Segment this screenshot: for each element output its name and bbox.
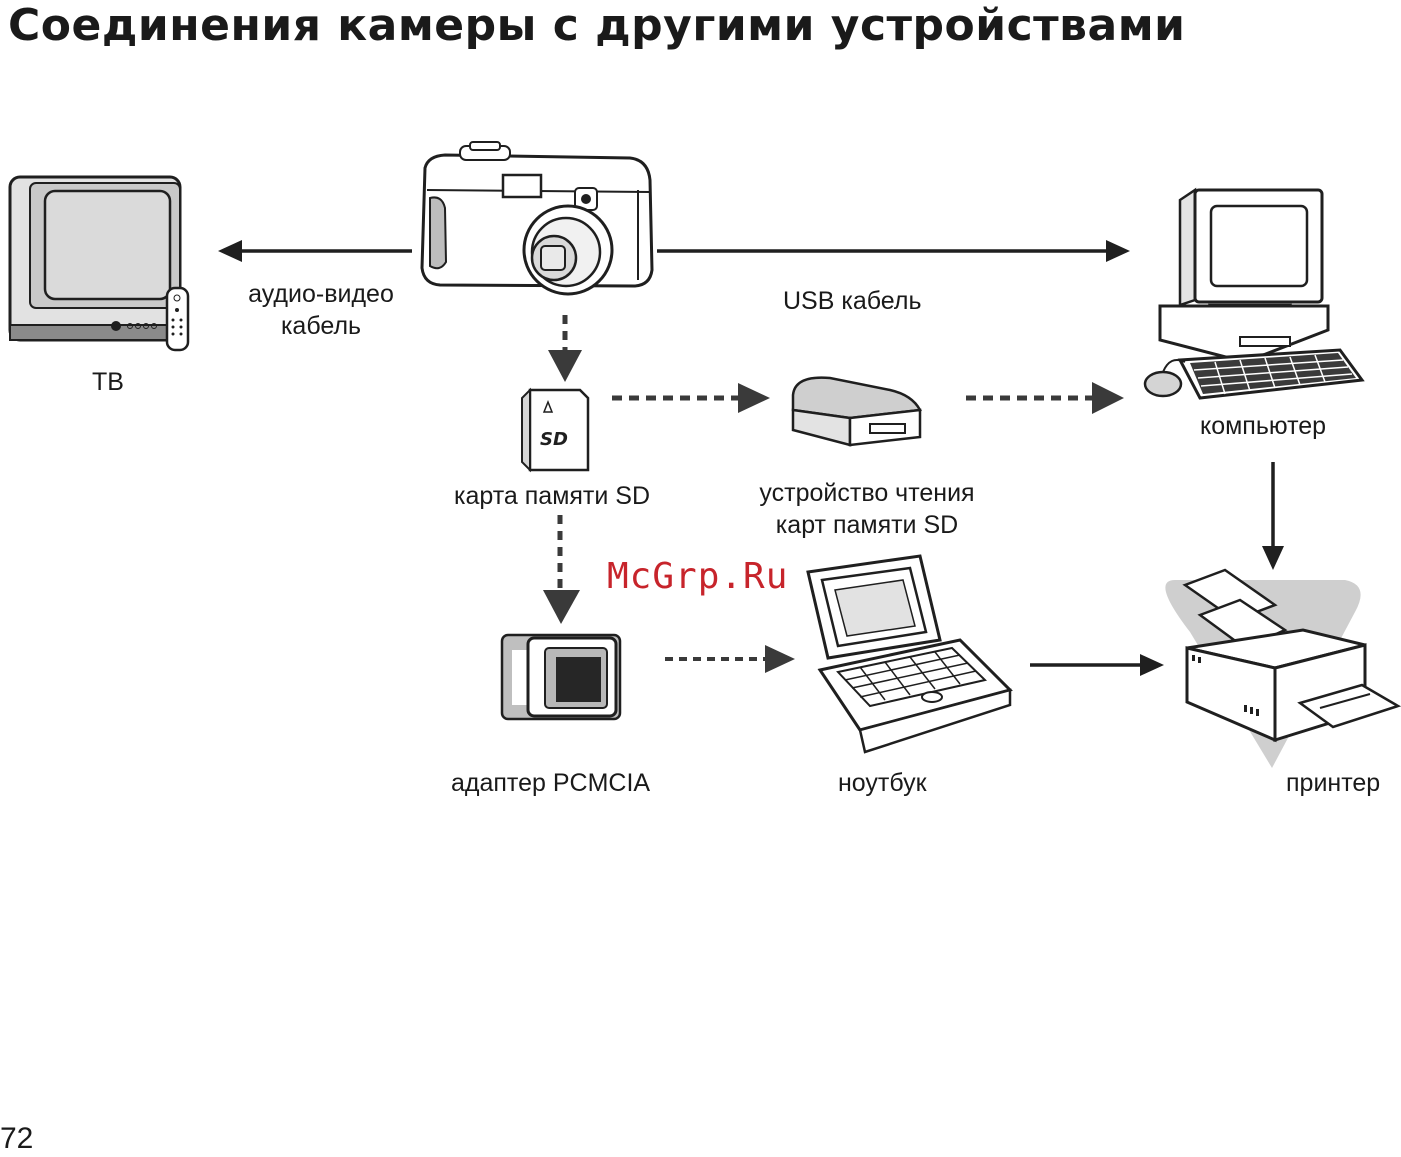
arrow-card-reader-to-computer bbox=[966, 382, 1124, 414]
label-av-cable-line1: аудио-видео bbox=[226, 278, 416, 310]
arrow-computer-to-printer bbox=[1262, 462, 1284, 570]
arrow-camera-to-sd-card bbox=[548, 315, 582, 382]
arrow-sd-to-pcmcia bbox=[543, 515, 580, 624]
printer-icon bbox=[1165, 570, 1398, 768]
label-usb-cable: USB кабель bbox=[783, 285, 921, 317]
label-laptop: ноутбук bbox=[838, 767, 927, 799]
computer-icon bbox=[1145, 190, 1362, 398]
arrow-camera-to-tv bbox=[218, 240, 412, 262]
sd-logo: SD bbox=[540, 429, 568, 450]
camera-icon bbox=[422, 142, 652, 294]
label-computer: компьютер bbox=[1200, 410, 1326, 442]
label-card-reader-line2: карт памяти SD bbox=[736, 509, 998, 541]
label-av-cable-line2: кабель bbox=[226, 310, 416, 342]
label-printer: принтер bbox=[1286, 767, 1380, 799]
arrow-pcmcia-to-laptop bbox=[665, 645, 795, 673]
label-card-reader: устройство чтения карт памяти SD bbox=[736, 477, 998, 541]
laptop-icon bbox=[808, 556, 1010, 752]
sd-card-icon: SD bbox=[522, 390, 588, 470]
label-pcmcia-adapter: адаптер PCMCIA bbox=[451, 767, 650, 799]
tv-icon bbox=[10, 177, 188, 350]
page-number: 72 bbox=[0, 1122, 33, 1156]
card-reader-icon bbox=[793, 378, 920, 445]
pcmcia-adapter-icon bbox=[502, 635, 620, 719]
label-av-cable: аудио-видео кабель bbox=[226, 278, 416, 342]
arrow-sd-to-card-reader bbox=[612, 383, 770, 413]
arrow-laptop-to-printer bbox=[1030, 654, 1164, 676]
label-sd-card: карта памяти SD bbox=[454, 480, 650, 512]
watermark-text: McGrp.Ru bbox=[607, 556, 788, 597]
label-tv: ТВ bbox=[92, 366, 124, 398]
label-card-reader-line1: устройство чтения bbox=[736, 477, 998, 509]
arrow-camera-to-computer bbox=[657, 240, 1130, 262]
